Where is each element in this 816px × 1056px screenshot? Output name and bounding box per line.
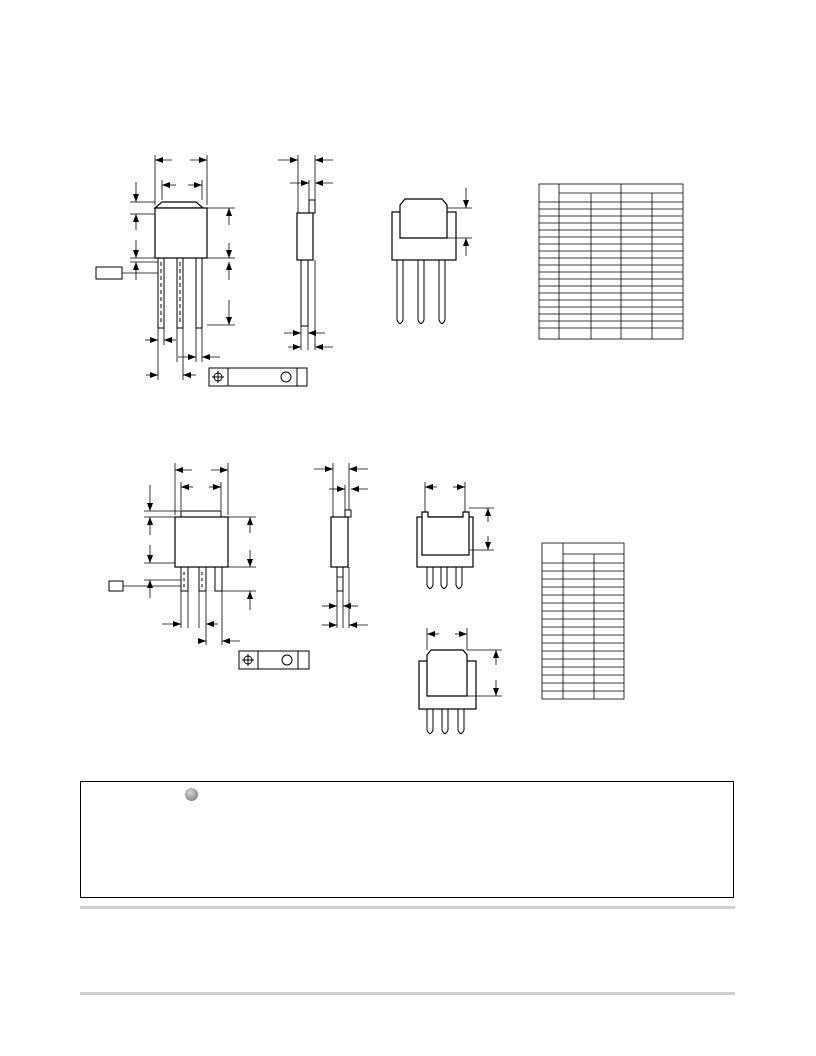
bottom-front-view xyxy=(108,463,310,670)
top-side-view xyxy=(278,155,333,350)
bottom-back-view-lower xyxy=(418,628,502,734)
bottom-side-view xyxy=(314,463,368,628)
footer-rule-bottom xyxy=(80,992,735,995)
footer-rule-top xyxy=(80,906,735,909)
top-dimension-table xyxy=(538,183,684,340)
top-back-view xyxy=(391,188,472,324)
footer-notice-box xyxy=(80,781,734,898)
on-semiconductor-logo-icon xyxy=(185,788,198,801)
bottom-back-view-upper xyxy=(416,482,494,589)
bottom-dimension-table xyxy=(541,542,625,700)
top-front-view xyxy=(95,155,308,387)
